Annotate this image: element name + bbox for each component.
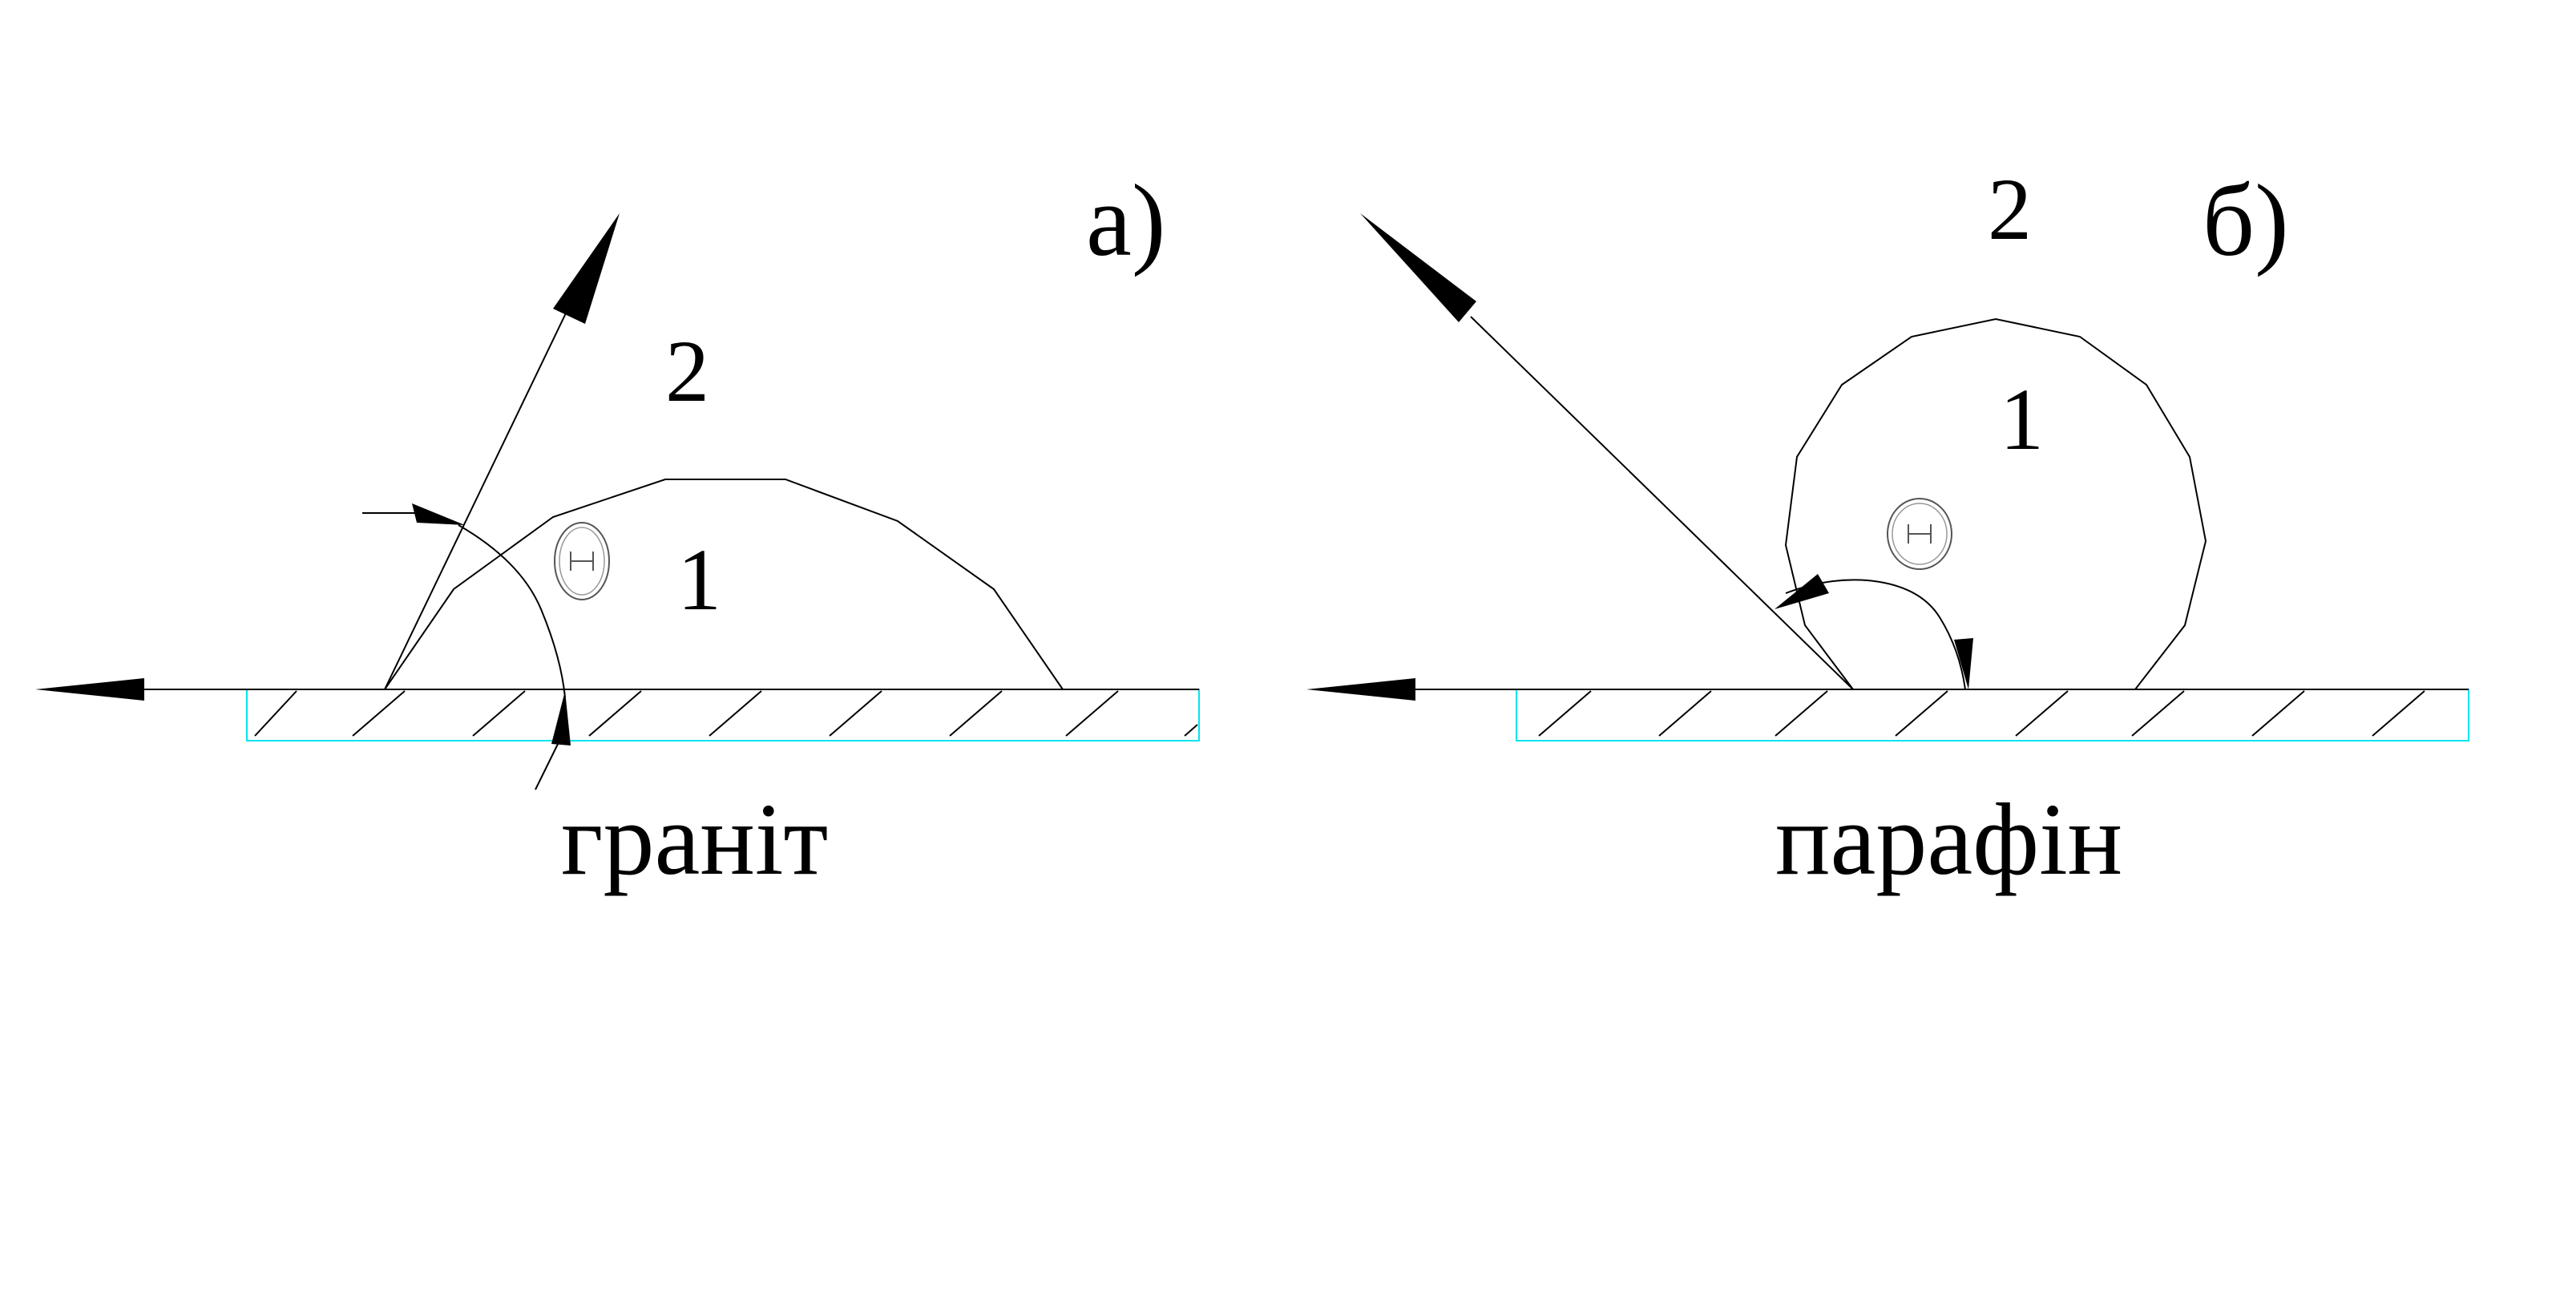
panel-a-substrate	[136, 689, 1200, 741]
panel-a-angle-leader-bottom	[535, 737, 562, 790]
panel-b-surface-arrow	[1306, 678, 1415, 701]
panel-a-angle-marker	[362, 503, 571, 790]
panel-a-medium-label: 2	[665, 322, 709, 420]
panel-b-tangent-line	[1470, 316, 1854, 690]
panel-b-label: б)	[2203, 164, 2289, 277]
panel-b-theta-ring-outer	[1887, 498, 1952, 570]
panel-a-theta	[554, 522, 610, 600]
panel-b-surface-arrowhead	[1306, 678, 1415, 701]
panel-a-tangent-arrowhead	[553, 213, 620, 324]
panel-a-substrate-label: граніт	[561, 782, 828, 896]
panel-b-tangent-arrowhead	[1360, 213, 1476, 322]
panel-a: а) 2 1 граніт	[35, 164, 1200, 896]
panel-a-theta-ring-inner	[559, 527, 605, 596]
panel-a-angle-arrowhead-top	[412, 503, 465, 525]
panel-b-substrate	[1395, 689, 2469, 741]
panel-b-angle-arrowhead-right	[1954, 638, 1973, 689]
panel-a-hatch	[254, 690, 1198, 737]
panel-b-substrate-frame	[1516, 689, 2469, 741]
panel-a-label: а)	[1086, 164, 1165, 277]
panel-b-hatch	[1538, 690, 2425, 737]
panel-b-medium-label: 2	[1988, 160, 2032, 258]
panel-a-angle-arrowhead-bottom	[551, 691, 571, 746]
panel-a-surface-arrow	[35, 678, 144, 701]
panel-a-substrate-frame	[246, 689, 1200, 741]
panel-a-tangent-line	[384, 296, 575, 690]
panel-a-angle-arc	[458, 524, 566, 698]
panel-b-tangent-arrow	[1360, 213, 1854, 690]
panel-b-angle-marker	[1775, 574, 1973, 690]
panel-b-liquid-label: 1	[2000, 370, 2044, 468]
panel-a-tangent-arrow	[384, 213, 620, 690]
panel-b-angle-arc	[1785, 579, 1966, 690]
panel-b: б) 2 1 парафін	[1306, 160, 2469, 896]
panel-b-theta	[1887, 498, 1952, 570]
panel-b-substrate-label: парафін	[1775, 782, 2122, 896]
panel-b-theta-ring-inner	[1892, 503, 1948, 565]
panel-a-drop-outline	[384, 479, 1064, 690]
panel-a-theta-ring-outer	[554, 522, 610, 600]
panel-a-liquid-label: 1	[677, 531, 721, 628]
panel-b-angle-arrowhead-left	[1775, 574, 1829, 609]
panel-b-drop-outline	[1784, 317, 2207, 690]
panel-a-surface-arrowhead	[35, 678, 144, 701]
